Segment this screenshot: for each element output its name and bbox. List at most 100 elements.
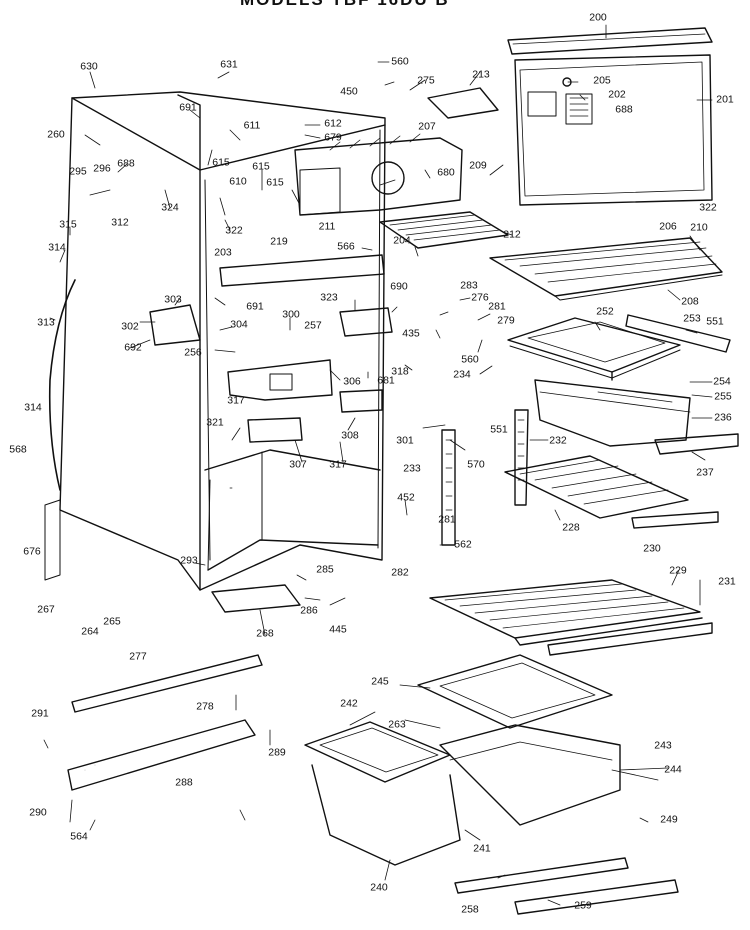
part-label-243: 243 xyxy=(654,739,672,752)
part-label-314a: 314 xyxy=(48,241,66,254)
part-label-450: 450 xyxy=(340,85,358,98)
part-label-240: 240 xyxy=(370,881,388,894)
part-label-276: 276 xyxy=(471,291,489,304)
part-label-692: 692 xyxy=(124,341,142,354)
part-label-286: 286 xyxy=(300,604,318,617)
part-label-322b: 322 xyxy=(699,201,717,214)
part-label-263: 263 xyxy=(388,718,406,731)
part-label-315: 315 xyxy=(59,218,77,231)
part-label-203: 203 xyxy=(214,246,232,259)
part-label-230: 230 xyxy=(643,542,661,555)
part-label-560b: 560 xyxy=(461,353,479,366)
part-label-688b: 688 xyxy=(615,103,633,116)
part-label-691a: 691 xyxy=(179,101,197,114)
part-label-281b: 281 xyxy=(438,513,456,526)
part-label-300: 300 xyxy=(282,308,300,321)
crisper-pans xyxy=(304,654,621,866)
part-label-615b: 615 xyxy=(252,160,270,173)
part-label-283: 283 xyxy=(460,279,478,292)
part-label-321: 321 xyxy=(206,416,224,429)
part-label-690: 690 xyxy=(390,280,408,293)
part-label-296: 296 xyxy=(93,162,111,175)
part-label-290: 290 xyxy=(29,806,47,819)
part-label-208: 208 xyxy=(681,295,699,308)
part-label-257: 257 xyxy=(304,319,322,332)
part-label-279: 279 xyxy=(497,314,515,327)
part-label-564: 564 xyxy=(70,830,88,843)
leader-lines xyxy=(43,24,713,906)
part-label-258: 258 xyxy=(461,903,479,916)
part-label-306: 306 xyxy=(343,375,361,388)
part-label-307: 307 xyxy=(289,458,307,471)
part-label-289: 289 xyxy=(268,746,286,759)
part-label-631: 631 xyxy=(220,58,238,71)
part-label-318: 318 xyxy=(391,365,409,378)
part-label-237: 237 xyxy=(696,466,714,479)
part-label-241: 241 xyxy=(473,842,491,855)
part-label-452: 452 xyxy=(397,491,415,504)
part-label-229: 229 xyxy=(669,564,687,577)
part-label-228: 228 xyxy=(562,521,580,534)
wire-shelf-lower xyxy=(429,579,703,646)
part-label-207: 207 xyxy=(418,120,436,133)
part-label-260: 260 xyxy=(47,128,65,141)
part-label-256: 256 xyxy=(184,346,202,359)
part-label-267: 267 xyxy=(37,603,55,616)
part-label-232: 232 xyxy=(549,434,567,447)
part-label-255: 255 xyxy=(714,390,732,403)
part-label-314b: 314 xyxy=(24,401,42,414)
part-label-445: 445 xyxy=(329,623,347,636)
part-label-253: 253 xyxy=(683,312,701,325)
freezer-shelf xyxy=(379,211,509,249)
part-label-317b: 317 xyxy=(329,458,347,471)
part-label-231: 231 xyxy=(718,575,736,588)
part-label-244: 244 xyxy=(664,763,682,776)
crisper-cover xyxy=(507,317,681,381)
part-label-680: 680 xyxy=(437,166,455,179)
part-label-610: 610 xyxy=(229,175,247,188)
part-label-202: 202 xyxy=(608,88,626,101)
diagram-title: MODELS TBF 16DU B xyxy=(240,0,450,10)
part-label-630: 630 xyxy=(80,60,98,73)
part-label-323: 323 xyxy=(320,291,338,304)
part-label-562: 562 xyxy=(454,538,472,551)
part-label-252: 252 xyxy=(596,305,614,318)
part-label-303: 303 xyxy=(164,293,182,306)
part-label-568: 568 xyxy=(9,443,27,456)
crisper-pan xyxy=(534,379,691,447)
part-label-254: 254 xyxy=(713,375,731,388)
part-label-264: 264 xyxy=(81,625,99,638)
part-label-236: 236 xyxy=(714,411,732,424)
part-label-304: 304 xyxy=(230,318,248,331)
part-label-615a: 615 xyxy=(212,156,230,169)
part-label-308: 308 xyxy=(341,429,359,442)
part-label-302: 302 xyxy=(121,320,139,333)
part-label-676: 676 xyxy=(23,545,41,558)
part-label-211: 211 xyxy=(318,220,336,233)
part-label-615c: 615 xyxy=(266,176,284,189)
wire-shelf-upper xyxy=(489,237,723,301)
part-label-293: 293 xyxy=(180,554,198,567)
part-label-201: 201 xyxy=(716,93,734,106)
part-label-570: 570 xyxy=(467,458,485,471)
part-label-275: 275 xyxy=(417,74,435,87)
part-label-288: 288 xyxy=(175,776,193,789)
part-label-210: 210 xyxy=(690,221,708,234)
wire-shelf-middle xyxy=(441,409,689,546)
part-label-324: 324 xyxy=(161,201,179,214)
part-label-291: 291 xyxy=(31,707,49,720)
part-label-209: 209 xyxy=(469,159,487,172)
part-label-245: 245 xyxy=(371,675,389,688)
part-label-212: 212 xyxy=(503,228,521,241)
part-label-268: 268 xyxy=(256,627,274,640)
part-label-281a: 281 xyxy=(488,300,506,313)
part-label-259: 259 xyxy=(574,899,592,912)
part-label-313: 313 xyxy=(37,316,55,329)
part-label-295: 295 xyxy=(69,165,87,178)
part-label-205: 205 xyxy=(593,74,611,87)
part-label-213: 213 xyxy=(472,68,490,81)
part-label-242: 242 xyxy=(340,697,358,710)
part-label-566: 566 xyxy=(337,240,355,253)
